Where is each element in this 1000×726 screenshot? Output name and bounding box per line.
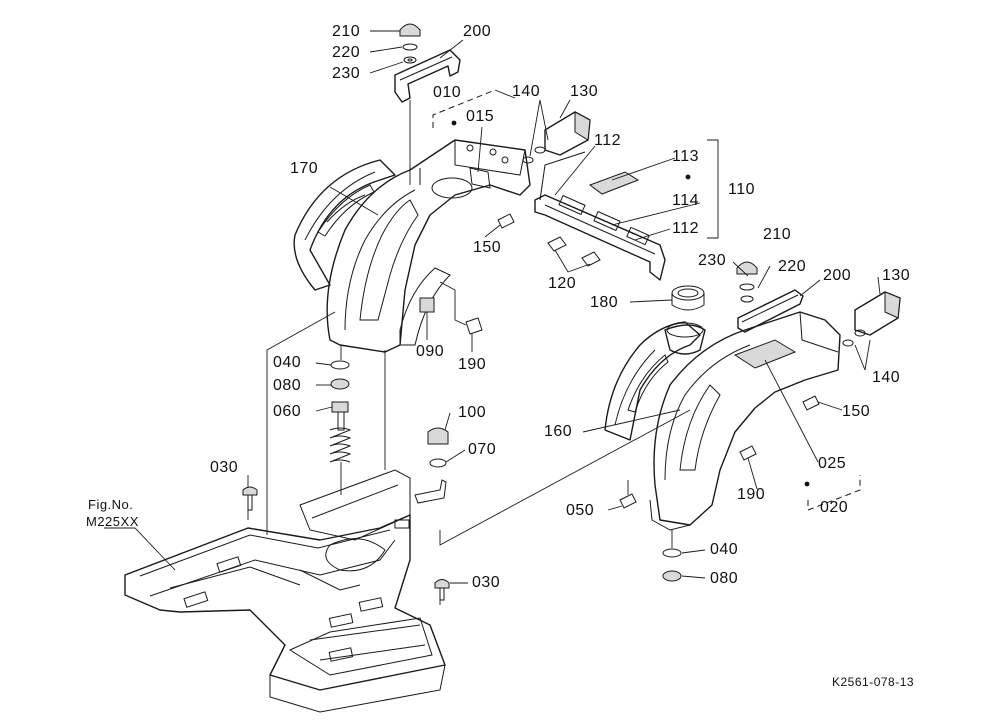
part-label-170: 170: [290, 160, 319, 177]
figure-ref-number: M225XX: [86, 514, 139, 529]
part-label-070: 070: [468, 441, 497, 458]
drawing-code: K2561-078-13: [832, 675, 915, 689]
part-label-020: 020: [820, 499, 849, 516]
figure-ref-label: Fig.No.: [88, 497, 134, 512]
part-label-190-left: 190: [458, 356, 487, 373]
washers-right: [662, 530, 682, 582]
part-label-030-bottom: 030: [472, 574, 501, 591]
rear-bracket: [534, 151, 666, 281]
center-fasteners: [414, 427, 449, 504]
cap-stack-top: [399, 23, 421, 64]
screws-upper: [497, 213, 601, 267]
handle-right: [737, 289, 804, 333]
part-label-113: 113: [672, 148, 700, 165]
part-label-080-left: 080: [273, 377, 302, 394]
left-stack: [329, 345, 352, 495]
frame-floor: [124, 469, 446, 713]
lamp-right: [842, 291, 901, 347]
part-label-150-top: 150: [473, 239, 502, 256]
group-brackets: [432, 89, 861, 511]
part-label-114: 114: [672, 192, 700, 209]
part-label-040-left: 040: [273, 354, 302, 371]
part-label-060: 060: [273, 403, 302, 420]
reference-dots: [451, 120, 810, 487]
part-label-030-left: 030: [210, 459, 239, 476]
part-label-210-right: 210: [763, 226, 792, 243]
part-label-130-top: 130: [570, 83, 599, 100]
part-label-120: 120: [548, 275, 577, 292]
part-label-220-right: 220: [778, 258, 807, 275]
part-label-112-lower: 112: [672, 220, 700, 237]
part-label-140-top: 140: [512, 83, 541, 100]
part-label-025: 025: [818, 455, 847, 472]
part-label-230-right: 230: [698, 252, 727, 269]
part-label-200-right: 200: [823, 267, 852, 284]
bolts-030: [242, 486, 450, 601]
part-label-160: 160: [544, 423, 573, 440]
left-fender: [293, 139, 531, 353]
right-fender: [604, 311, 841, 531]
part-label-080-right: 080: [710, 570, 739, 587]
part-label-010: 010: [433, 84, 462, 101]
part-label-090: 090: [416, 343, 445, 360]
part-label-112-upper: 112: [594, 132, 622, 149]
part-label-200-top: 200: [463, 23, 492, 40]
part-label-100: 100: [458, 404, 487, 421]
handle-top: [394, 49, 461, 185]
screws-right: [619, 395, 820, 509]
leader-lines: [104, 30, 881, 584]
part-label-130-right: 130: [882, 267, 911, 284]
lamp-top: [522, 111, 591, 164]
part-label-230-top: 230: [332, 65, 361, 82]
part-label-180: 180: [590, 294, 619, 311]
part-label-110: 110: [728, 181, 756, 198]
part-label-150-right: 150: [842, 403, 871, 420]
part-label-040-right: 040: [710, 541, 739, 558]
part-label-190-right: 190: [737, 486, 766, 503]
part-label-050: 050: [566, 502, 595, 519]
cap-180: [671, 285, 705, 311]
fasteners-left: [419, 281, 483, 335]
part-label-210-top: 210: [332, 23, 361, 40]
part-label-140-right: 140: [872, 369, 901, 386]
part-label-015: 015: [466, 108, 495, 125]
part-label-220-top: 220: [332, 44, 361, 61]
